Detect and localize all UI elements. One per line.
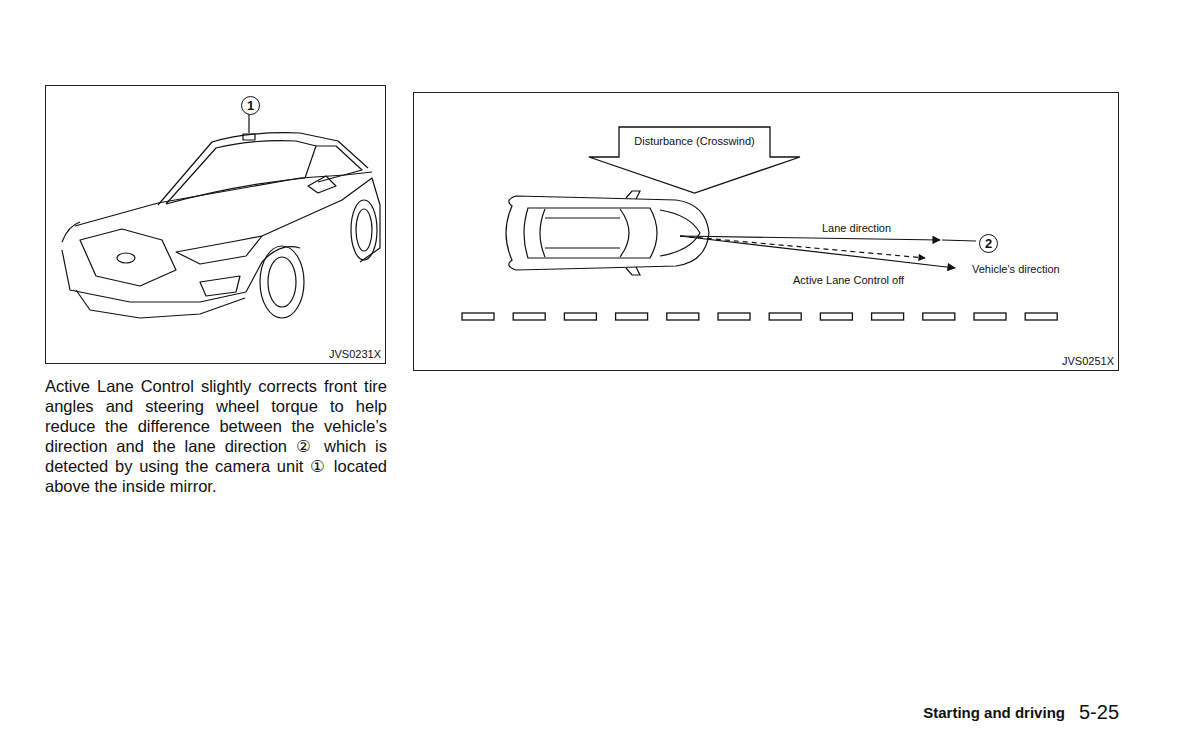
direction-arrows — [680, 236, 976, 268]
lane-marking — [462, 313, 1057, 320]
lane-dash — [769, 313, 801, 320]
lane-dash — [820, 313, 852, 320]
figure-code: JVS0231X — [329, 348, 381, 360]
callout-number: 1 — [241, 96, 260, 115]
body-text: Active Lane Control slightly corrects fr… — [45, 376, 387, 496]
car-top-view — [506, 191, 709, 275]
callout-number: 2 — [985, 237, 992, 250]
figure-frame: JVS0231X 1 — [45, 85, 386, 364]
car-front-view — [62, 133, 380, 318]
page-number: 5-25 — [1079, 701, 1119, 724]
arrow-outline — [589, 127, 800, 193]
lane-dash — [923, 313, 955, 320]
lane-dash — [872, 313, 904, 320]
leader-line — [248, 114, 249, 133]
direction-label: Lane direction — [822, 222, 891, 235]
figure-code: JVS0251X — [1062, 355, 1114, 367]
lane-dash — [1025, 313, 1057, 320]
disturbance-arrow: Disturbance (Crosswind) — [588, 126, 801, 194]
callout-number: 1 — [247, 99, 254, 112]
lane-dash — [974, 313, 1006, 320]
lane-dash — [667, 313, 699, 320]
section-title: Starting and driving — [923, 704, 1065, 721]
lane-dash — [616, 313, 648, 320]
lane-dash — [564, 313, 596, 320]
node-label: Disturbance (Crosswind) — [618, 135, 771, 148]
lane-dash — [462, 313, 494, 320]
direction-label: Vehicle's direction — [972, 263, 1060, 276]
figure-frame: JVS0251X Disturbance (Crosswind) 2 — [413, 92, 1119, 371]
lane-dash — [718, 313, 750, 320]
lane-dash — [513, 313, 545, 320]
direction-label: Active Lane Control off — [793, 274, 904, 287]
callout-number: 2 — [979, 234, 998, 253]
